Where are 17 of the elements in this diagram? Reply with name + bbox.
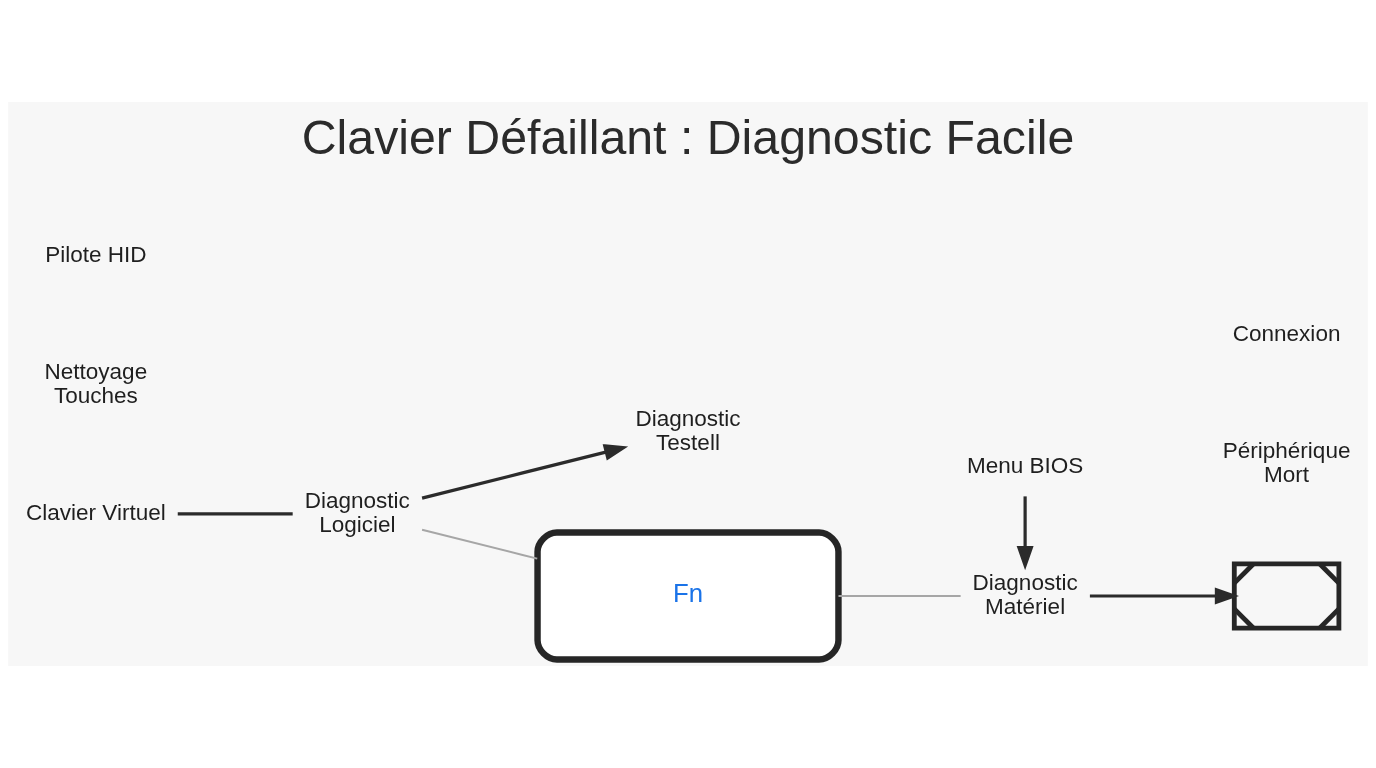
- node-box: Fn: [534, 529, 842, 663]
- node-text: Diagnostic Matériel: [972, 569, 1078, 620]
- connector: [421, 528, 539, 560]
- node-text: Clavier Virtuel: [25, 499, 166, 525]
- node-text: Connexion: [1232, 321, 1341, 347]
- arrow: [421, 444, 629, 500]
- arrow: [1016, 496, 1034, 571]
- diagram-title: Clavier Défaillant : Diagnostic Facile: [301, 109, 1075, 164]
- node-text: Menu BIOS: [966, 453, 1084, 479]
- connector: [177, 512, 293, 516]
- node-text: Diagnostic Testell: [635, 405, 741, 455]
- node-text: Diagnostic Logiciel: [304, 487, 410, 537]
- connector: [837, 595, 962, 597]
- node-text: Nettoyage Touches: [44, 359, 148, 409]
- arrow: [1089, 587, 1239, 605]
- node-text: Périphérique Mort: [1222, 437, 1351, 488]
- node-text: Pilote HID: [45, 242, 147, 268]
